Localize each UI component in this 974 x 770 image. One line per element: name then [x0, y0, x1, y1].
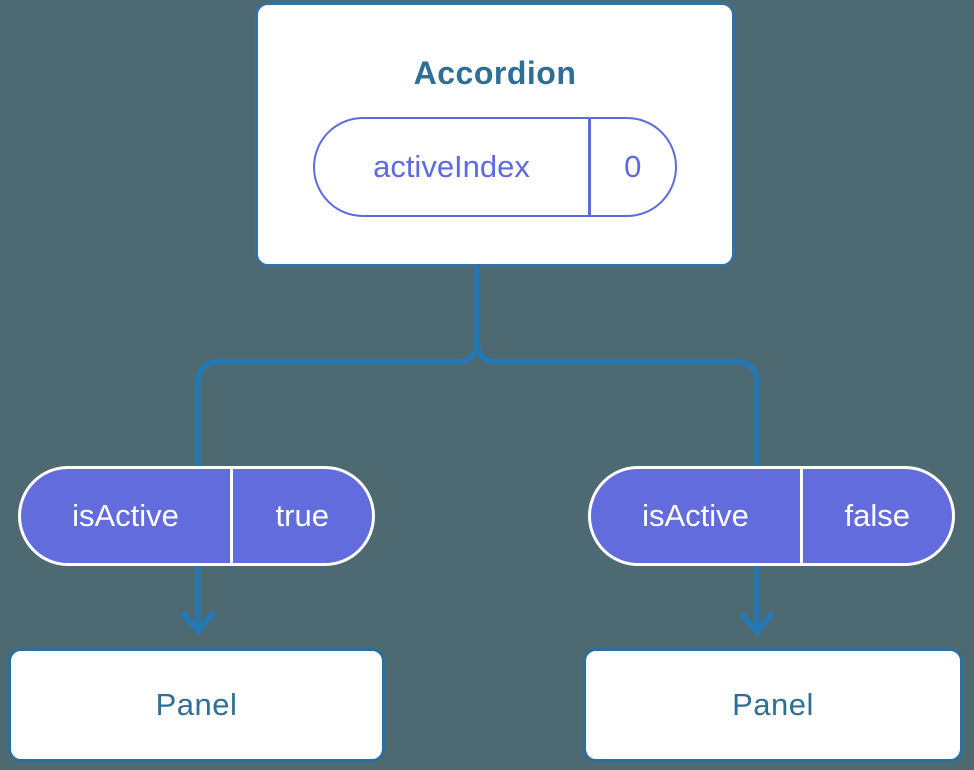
down-arrow-icon	[738, 611, 776, 637]
prop-pill-divider	[230, 469, 233, 563]
connector-right-branch	[474, 266, 760, 630]
connector-left-branch	[195, 266, 480, 629]
state-pill-divider	[588, 119, 591, 215]
prop-pill-value: true	[275, 498, 329, 533]
panel-node-title: Panel	[732, 687, 814, 722]
prop-pill-label: isActive	[72, 498, 179, 533]
accordion-node-title: Accordion	[413, 55, 577, 91]
down-arrow-icon	[179, 610, 217, 636]
panel-node-right: Panel	[583, 648, 963, 762]
prop-pill-label: isActive	[642, 498, 749, 533]
prop-pill-isactive-true: isActive true	[18, 466, 375, 566]
panel-node-left: Panel	[8, 648, 385, 762]
state-pill-label: activeIndex	[373, 149, 530, 184]
panel-node-title: Panel	[155, 687, 238, 722]
accordion-node: Accordion activeIndex 0	[255, 2, 735, 267]
prop-pill-divider	[800, 469, 803, 563]
state-pill-value: 0	[624, 149, 642, 184]
state-pill: activeIndex 0	[313, 117, 677, 217]
prop-pill-value: false	[844, 498, 910, 533]
prop-pill-isactive-false: isActive false	[588, 466, 955, 566]
